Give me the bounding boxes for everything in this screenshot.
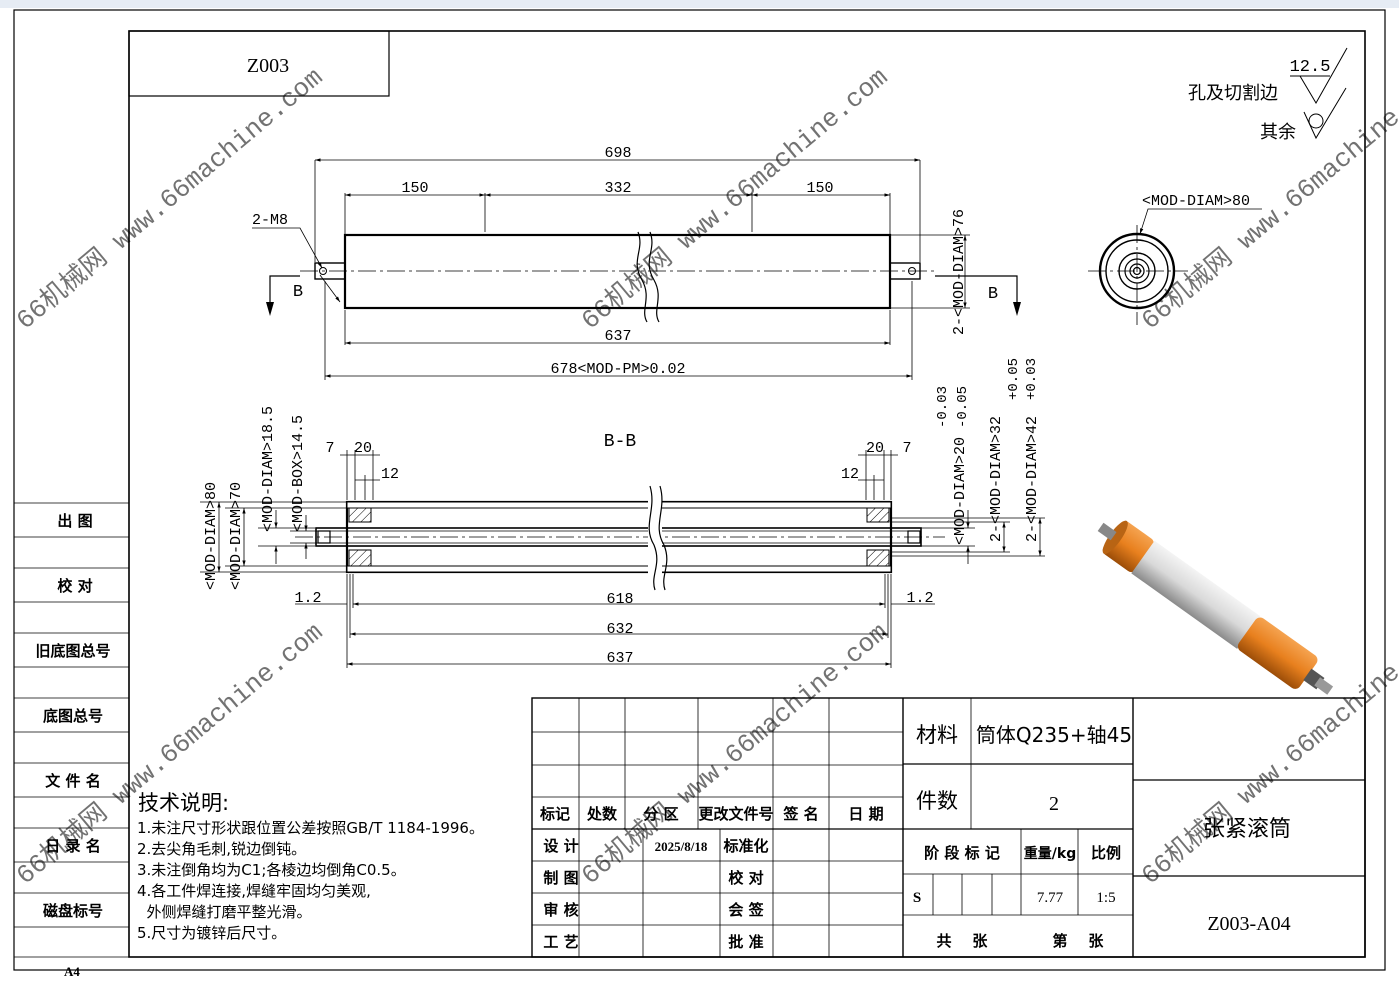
material-label: 材料 bbox=[916, 723, 958, 747]
dim-right-1-2: 1.2 bbox=[906, 590, 933, 607]
drawing-title: 张紧滚筒 bbox=[1203, 817, 1291, 842]
sec-hub-tol-lower: +0.03 bbox=[1024, 358, 1040, 400]
sign-label: 会 签 bbox=[728, 901, 764, 919]
sec-shaft-diam-20: <MOD-DIAM>20 bbox=[952, 437, 969, 545]
dim-618: 618 bbox=[606, 591, 633, 608]
note-2: 2.去尖角毛刺,锐边倒钝。 bbox=[137, 840, 306, 858]
note-3: 3.未注倒角均为C1;各棱边均倒角C0.5。 bbox=[137, 861, 406, 879]
note-1: 1.未注尺寸形状跟位置公差按照GB/T 1184-1996。 bbox=[137, 819, 484, 837]
weight-value: 7.77 bbox=[1037, 890, 1064, 906]
watermark-layer: 66机械网 www.66machine.com 66机械网 www.66mach… bbox=[10, 62, 1399, 891]
note-4b: 外侧焊缝打磨平整光滑。 bbox=[137, 903, 312, 921]
scale-value: 1:5 bbox=[1096, 890, 1115, 906]
section-view: B-B 7 20 12 20 bbox=[200, 358, 1045, 668]
title-block: 标记 处数 分 区 更改文件号 签 名 日 期 设 计 2025/8/18 标准… bbox=[531, 697, 1366, 958]
dim-tr-20: 20 bbox=[866, 440, 884, 457]
sec-diam-18-5: <MOD-DIAM>18.5 bbox=[260, 406, 277, 532]
sec-shaft-tol-lower: -0.05 bbox=[955, 386, 971, 428]
rev-header-date: 日 期 bbox=[848, 805, 883, 823]
sec-diam-70: <MOD-DIAM>70 bbox=[228, 482, 245, 590]
total-sheets-label: 共 张 bbox=[937, 932, 989, 950]
sec-bearing-diam-32: 2-<MOD-DIAM>32 bbox=[988, 416, 1005, 542]
watermark-1: 66机械网 www.66machine.com bbox=[10, 62, 329, 336]
paper-size: A4 bbox=[64, 964, 80, 979]
roughness-block: 12.5 孔及切割边 其余 bbox=[1188, 47, 1348, 143]
roughness-rest-label: 其余 bbox=[1260, 122, 1296, 143]
rev-header-sign: 签 名 bbox=[782, 805, 818, 823]
dim-mid-332: 332 bbox=[604, 180, 631, 197]
dim-overall-698: 698 bbox=[604, 145, 631, 162]
left-label-out: 出 图 bbox=[57, 512, 92, 530]
weight-label: 重量/kg bbox=[1024, 845, 1076, 862]
roughness-value: 12.5 bbox=[1290, 58, 1331, 77]
dim-tl-20: 20 bbox=[354, 440, 372, 457]
note-5: 5.尺寸为镀锌后尺寸。 bbox=[137, 924, 286, 942]
drawing-number: Z003-A04 bbox=[1207, 913, 1290, 935]
approve-label: 批 准 bbox=[728, 933, 763, 951]
review-label: 审 核 bbox=[543, 901, 578, 919]
dim-left-1-2: 1.2 bbox=[294, 590, 321, 607]
dim-right-150: 150 bbox=[806, 180, 833, 197]
sec-box-14-5: <MOD-BOX>14.5 bbox=[290, 415, 307, 532]
roughness-holes-label: 孔及切割边 bbox=[1188, 83, 1278, 104]
left-label-check: 校 对 bbox=[57, 577, 92, 595]
material-value: 筒体Q235+轴45 bbox=[976, 723, 1132, 747]
sec-shaft-tol-upper: -0.03 bbox=[935, 386, 951, 428]
design-date: 2025/8/18 bbox=[655, 839, 708, 854]
dim-tl-7: 7 bbox=[325, 440, 334, 457]
dim-637: 637 bbox=[606, 650, 633, 667]
qty-value: 2 bbox=[1049, 793, 1059, 815]
rev-header-count: 处数 bbox=[586, 805, 618, 823]
section-mark-right: B bbox=[988, 285, 998, 304]
sec-diam-80: <MOD-DIAM>80 bbox=[203, 482, 220, 590]
scale-label: 比例 bbox=[1091, 844, 1121, 862]
section-mark-left: B bbox=[293, 283, 303, 302]
qty-label: 件数 bbox=[916, 789, 958, 813]
check-label: 校 对 bbox=[728, 869, 763, 887]
diam-body-76: 2-<MOD-DIAM>76 bbox=[951, 209, 968, 335]
dim-tr-7: 7 bbox=[902, 440, 911, 457]
left-label-dir: 日 录 名 bbox=[45, 837, 100, 855]
sheet-no-label: 第 张 bbox=[1053, 932, 1105, 950]
section-title: B-B bbox=[604, 432, 637, 452]
dim-left-150: 150 bbox=[401, 180, 428, 197]
dim-body-637: 637 bbox=[604, 328, 631, 345]
outer-frame bbox=[13, 9, 1386, 971]
process-label: 工 艺 bbox=[543, 933, 578, 951]
left-label-file: 文 件 名 bbox=[45, 772, 100, 790]
watermark-2: 66机械网 www.66machine.com bbox=[575, 62, 894, 336]
draw-label: 制 图 bbox=[543, 869, 578, 887]
end-view-diam: <MOD-DIAM>80 bbox=[1142, 193, 1250, 210]
stage-label: 阶 段 标 记 bbox=[924, 844, 1000, 862]
left-label-base-no: 底图总号 bbox=[43, 707, 103, 725]
dim-tl-12: 12 bbox=[381, 466, 399, 483]
sec-hub-tol-upper: +0.05 bbox=[1006, 358, 1022, 400]
top-view: 698 150 332 150 637 678<MOD-PM>0.02 2-M8… bbox=[252, 145, 1021, 380]
stage-value: S bbox=[913, 890, 921, 906]
rev-header-doc: 更改文件号 bbox=[698, 805, 773, 823]
left-label-old-no: 旧底图总号 bbox=[35, 642, 110, 660]
note-4: 4.各工件焊连接,焊缝牢固均匀美观, bbox=[137, 882, 371, 900]
end-view: <MOD-DIAM>80 bbox=[1088, 193, 1262, 325]
technical-notes: 技术说明: 1.未注尺寸形状跟位置公差按照GB/T 1184-1996。 2.去… bbox=[137, 791, 484, 942]
left-column: 出 图 校 对 旧底图总号 底图总号 文 件 名 日 录 名 磁盘标号 A4 bbox=[14, 502, 129, 979]
sec-hub-diam-42: 2-<MOD-DIAM>42 bbox=[1024, 416, 1041, 542]
dim-632: 632 bbox=[606, 621, 633, 638]
design-label: 设 计 bbox=[543, 837, 578, 855]
rev-header-zone: 分 区 bbox=[643, 805, 678, 823]
dim-shaft-678: 678<MOD-PM>0.02 bbox=[550, 361, 685, 378]
roller-3d-illustration bbox=[1097, 520, 1334, 695]
standard-label: 标准化 bbox=[722, 837, 768, 855]
dim-tr-12: 12 bbox=[841, 466, 859, 483]
rev-header-mark: 标记 bbox=[539, 805, 570, 823]
code-box bbox=[128, 30, 390, 97]
thread-label: 2-M8 bbox=[252, 212, 288, 229]
notes-heading: 技术说明: bbox=[138, 791, 229, 815]
drawing-code: Z003 bbox=[247, 55, 289, 77]
left-label-disk: 磁盘标号 bbox=[43, 902, 103, 920]
